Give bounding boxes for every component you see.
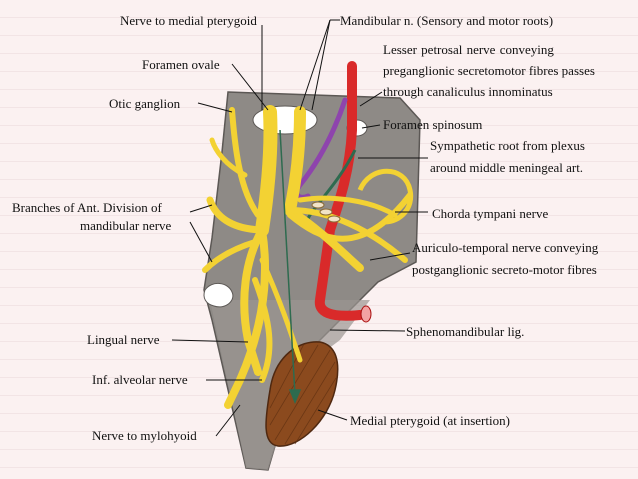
label-foramen-ovale: Foramen ovale xyxy=(142,57,220,72)
label-sympathetic-root-line-2: around middle meningeal art. xyxy=(430,160,584,175)
label-branches-ant-division-line-2: mandibular nerve xyxy=(80,218,172,233)
label-inferior-alveolar-nerve: Inf. alveolar nerve xyxy=(92,372,188,387)
label-lesser-petrosal-line-3: through canaliculus innominatus xyxy=(383,84,553,99)
label-medial-pterygoid-insertion: Medial pterygoid (at insertion) xyxy=(350,413,510,428)
foramen-ovale-opening xyxy=(252,105,318,135)
label-lesser-petrosal-line-2: preganglionic secretomotor fibres passes xyxy=(383,63,595,78)
leader-lines xyxy=(171,19,428,437)
label-otic-ganglion: Otic ganglion xyxy=(109,96,181,111)
label-auriculo-temporal-line-1: Auriculo-temporal nerve conveying xyxy=(412,240,599,255)
label-nerve-to-medial-pterygoid: Nerve to medial pterygoid xyxy=(120,13,257,28)
label-mandibular-nerve: Mandibular n. (Sensory and motor roots) xyxy=(340,13,554,28)
label-auriculo-temporal-line-2: postganglionic secreto-motor fibres xyxy=(412,262,597,277)
bone-notch-left xyxy=(203,283,234,308)
medial-pterygoid-muscle xyxy=(265,341,339,447)
label-branches-ant-division-line-1: Branches of Ant. Division of xyxy=(12,200,162,215)
auriculotemporal-loop xyxy=(357,168,414,225)
label-lingual-nerve: Lingual nerve xyxy=(87,332,160,347)
label-chorda-tympani: Chorda tympani nerve xyxy=(432,206,549,221)
label-nerve-to-mylohyoid: Nerve to mylohyoid xyxy=(92,428,197,443)
label-sympathetic-root-line-1: Sympathetic root from plexus xyxy=(430,138,585,153)
fibre-direction-arrows xyxy=(279,129,302,404)
label-sphenomandibular-ligament: Sphenomandibular lig. xyxy=(406,324,525,339)
label-lesser-petrosal-line-1: Lesser petrosal nerve conveying xyxy=(383,42,554,57)
artery-cut-end xyxy=(360,305,372,323)
mandibular-nerve-branches xyxy=(202,105,413,409)
otic-ganglion-body xyxy=(311,201,341,223)
label-foramen-spinosum: Foramen spinosum xyxy=(383,117,483,132)
middle-meningeal-artery xyxy=(314,61,365,321)
